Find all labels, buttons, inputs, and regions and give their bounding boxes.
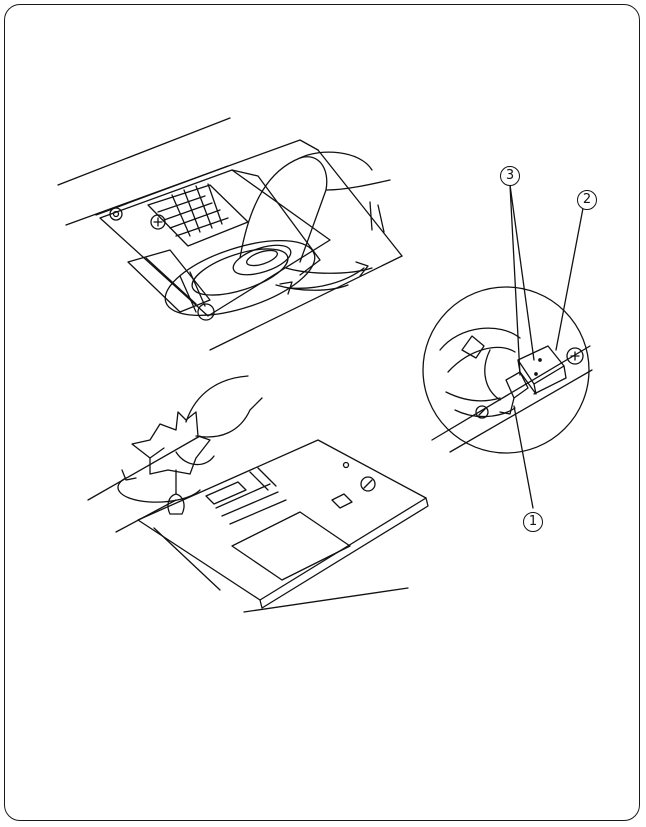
callout-2: 2 — [577, 190, 597, 210]
callout-1: 1 — [523, 512, 543, 532]
needle-plate-removal-illustration — [88, 376, 428, 612]
bobbin-removal-illustration — [58, 118, 402, 350]
bobbin-holder-detail — [423, 185, 592, 508]
callout-3: 3 — [500, 166, 520, 186]
